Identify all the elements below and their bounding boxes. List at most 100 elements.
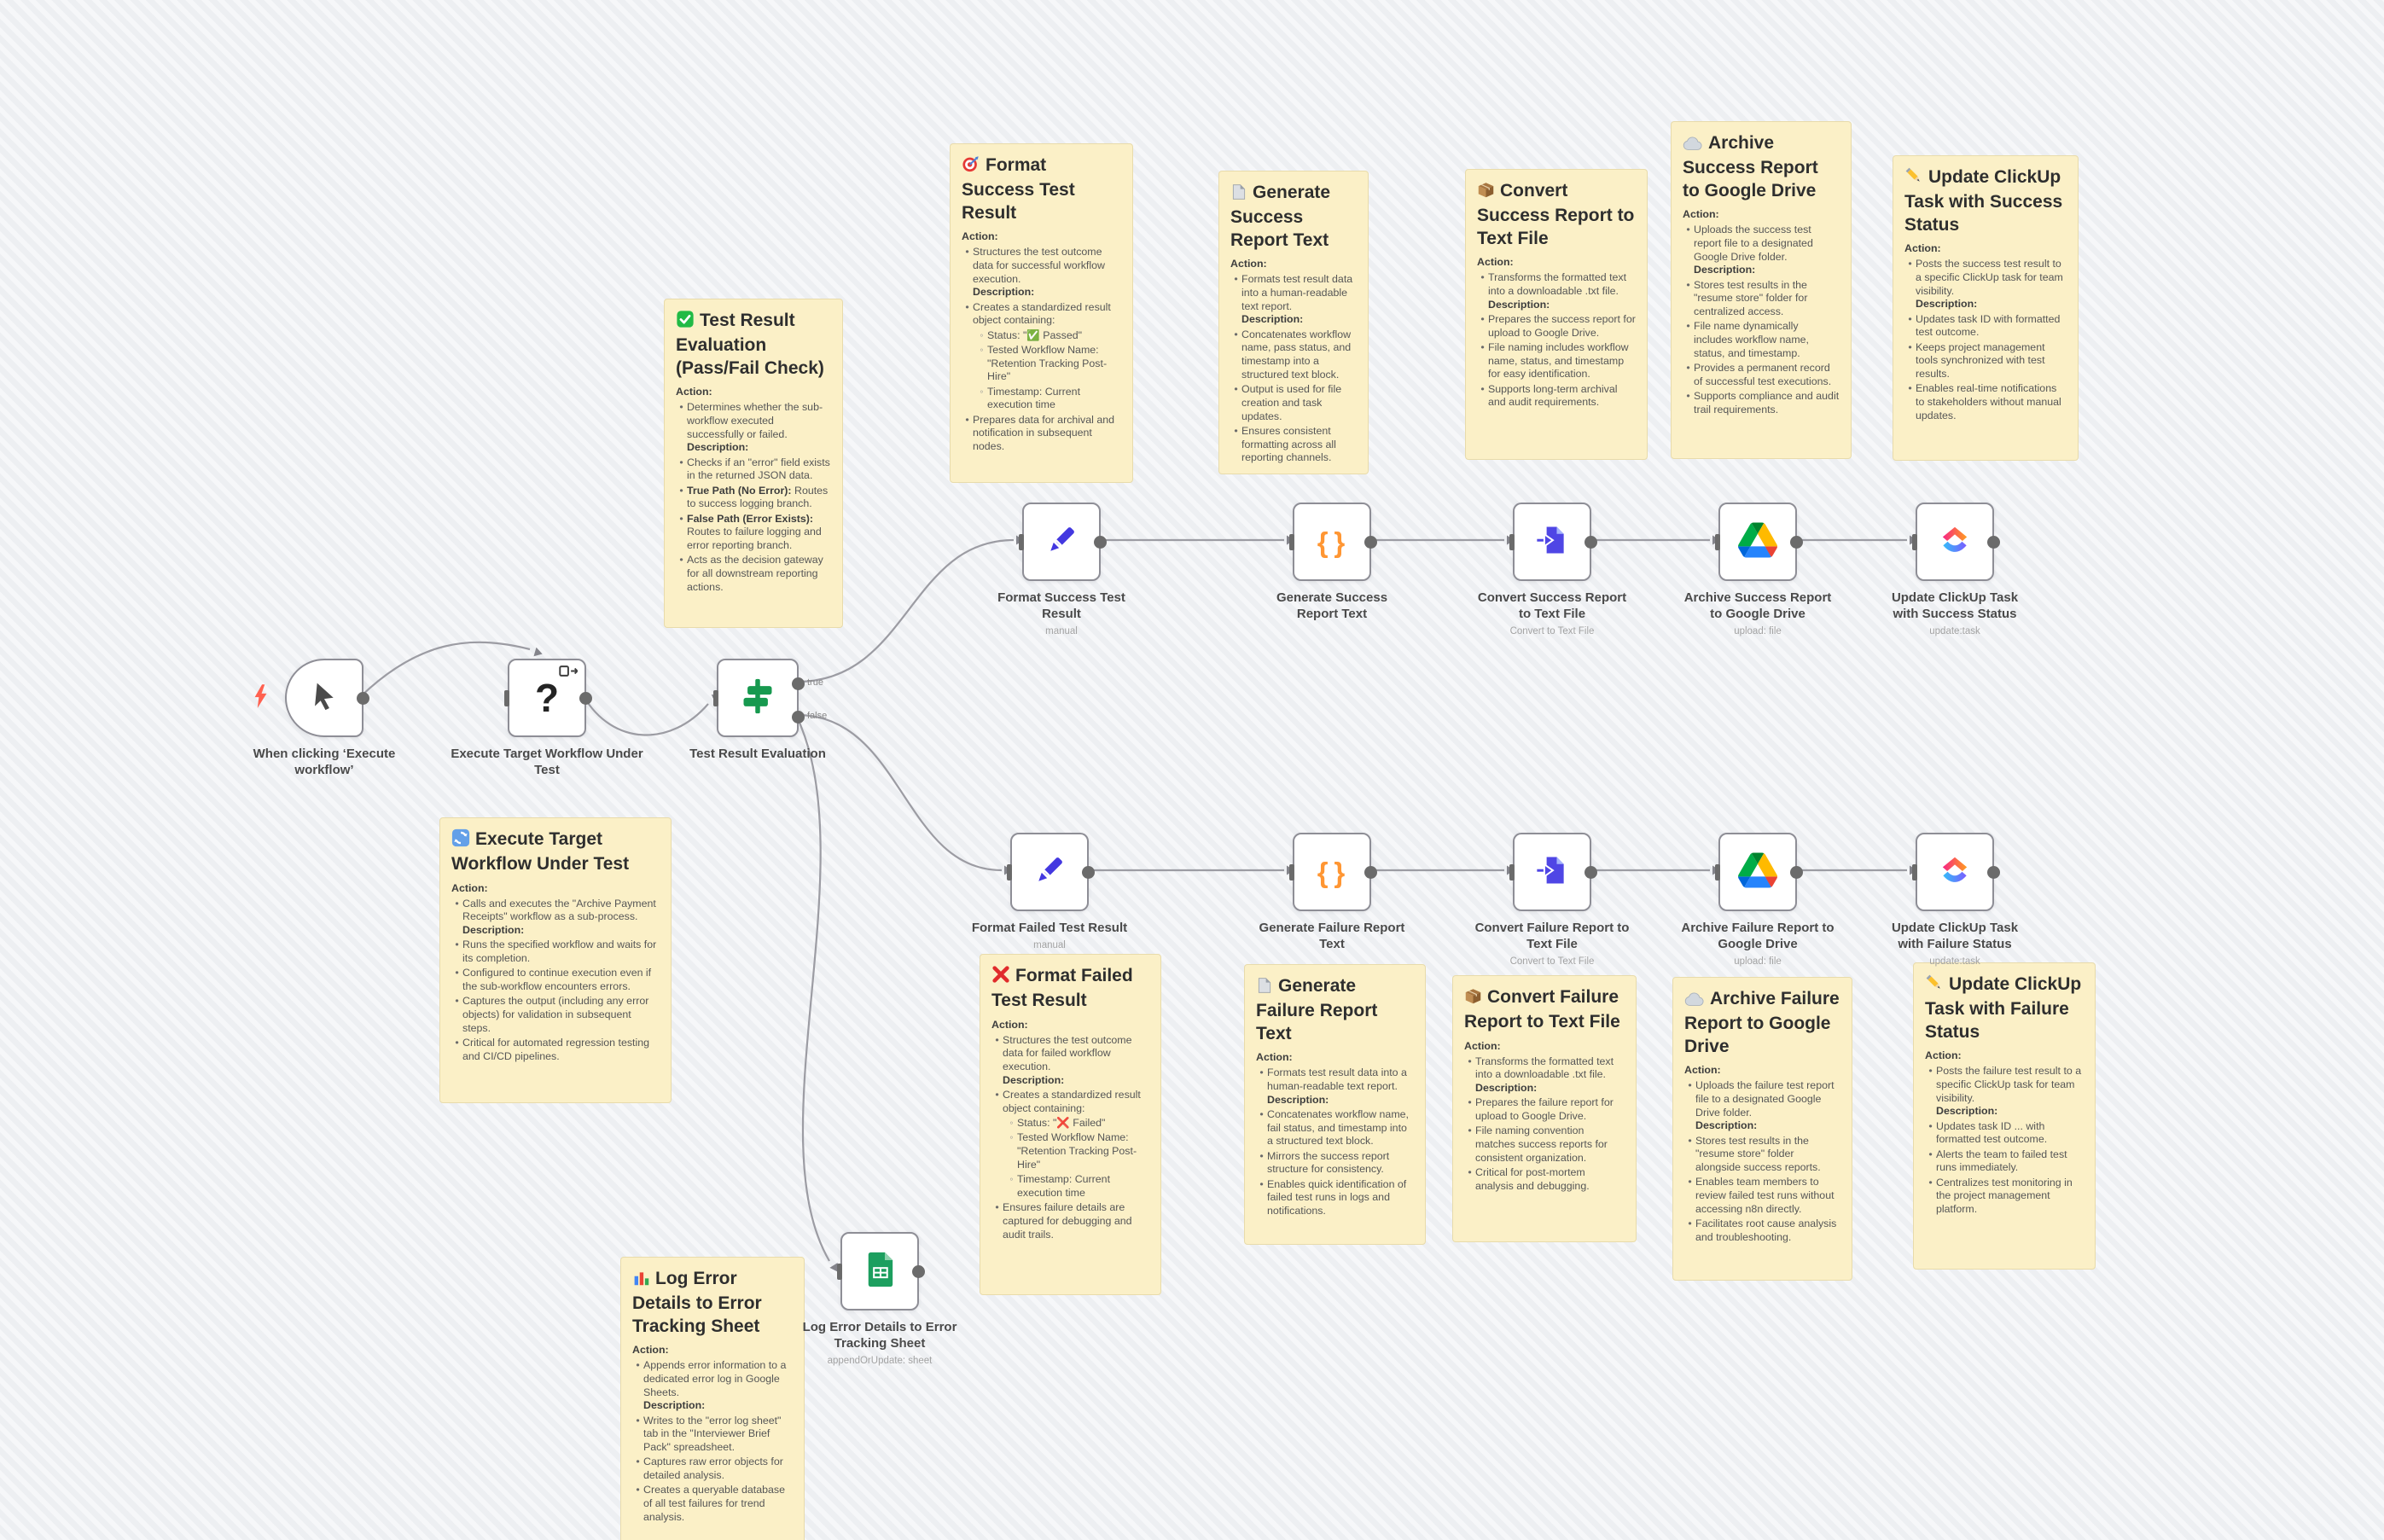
sticky-title: Test Result Evaluation (Pass/Fail Check) <box>676 311 824 378</box>
package-icon <box>1477 181 1495 205</box>
input-port[interactable] <box>713 689 718 706</box>
sticky-title: Update ClickUp Task with Success Status <box>1904 167 2063 235</box>
input-port[interactable] <box>1912 863 1917 880</box>
refresh-icon <box>451 828 470 853</box>
connection-wire-execute-workflow-to-test-result-evaluation[interactable] <box>583 691 722 736</box>
output-port[interactable] <box>1364 535 1377 549</box>
connection-wire-generate-failure-to-convert-failure[interactable] <box>1369 865 1515 875</box>
node-log-error[interactable]: Log Error Details to Error Tracking Shee… <box>803 1232 957 1366</box>
input-port[interactable] <box>1509 533 1515 550</box>
node-sublabel: appendOrUpdate: sheet <box>827 1355 933 1366</box>
sticky-section-label: Action: <box>1464 1039 1501 1052</box>
sticky-note-log-error-note[interactable]: Log Error Details to Error Tracking Shee… <box>620 1257 805 1540</box>
output-port[interactable] <box>1082 865 1095 879</box>
connection-wire-convert-failure-to-archive-failure[interactable] <box>1590 865 1720 875</box>
output-port[interactable] <box>357 691 369 705</box>
pencil-icon <box>1044 523 1079 561</box>
wire-arrowhead <box>829 1263 838 1272</box>
sticky-bullet: •Facilitates root cause analysis and tro… <box>1688 1217 1837 1243</box>
connection-wire-archive-failure-to-clickup-failure[interactable] <box>1795 865 1917 875</box>
node-sublabel: Convert to Text File <box>1509 625 1595 636</box>
execute-trigger-bolt-icon[interactable] <box>253 683 268 713</box>
input-port[interactable] <box>837 1263 842 1280</box>
connection-wire-archive-success-to-clickup-success[interactable] <box>1795 535 1917 545</box>
sticky-bullet: •Supports compliance and audit trail req… <box>1686 390 1840 416</box>
node-generate-failure[interactable]: { }Generate Failure Report Text <box>1259 833 1404 951</box>
input-port[interactable] <box>1912 533 1917 550</box>
node-manual-trigger[interactable]: When clicking ‘Execute workflow’ <box>253 659 395 777</box>
connection-wire-format-success-to-generate-success[interactable] <box>1099 535 1294 545</box>
input-port[interactable] <box>1509 863 1515 880</box>
sticky-bullet: •Appends error information to a dedicate… <box>636 1359 787 1412</box>
output-port[interactable] <box>1790 865 1803 879</box>
clickup-icon <box>1937 852 1973 892</box>
sticky-section-label: Action: <box>1904 242 1941 255</box>
connection-wire-convert-success-to-archive-success[interactable] <box>1590 535 1720 545</box>
connection-wire-test-result-evaluation-to-format-failed[interactable] <box>796 713 1012 875</box>
sticky-section-label: Action: <box>1683 208 1719 221</box>
output-port[interactable] <box>1987 535 2000 549</box>
output-port[interactable] <box>792 677 805 690</box>
node-sublabel: update:task <box>1929 625 1980 636</box>
sticky-bullet: •Acts as the decision gateway for all do… <box>679 554 823 593</box>
connection-wire-manual-trigger-to-execute-workflow[interactable] <box>360 641 544 697</box>
sticky-body: Action:•Uploads the failure test report … <box>1684 1064 1840 1244</box>
output-port[interactable] <box>1584 865 1597 879</box>
sticky-bullet: •Creates a queryable database of all tes… <box>636 1484 786 1523</box>
sticky-bullet: •True Path (No Error): Routes to success… <box>679 484 829 510</box>
output-port[interactable] <box>1584 535 1597 549</box>
output-port[interactable] <box>1364 865 1377 879</box>
input-port[interactable] <box>1715 863 1720 880</box>
clickup-icon <box>1937 522 1973 562</box>
node-sublabel: upload: file <box>1734 625 1782 636</box>
document-icon <box>1230 183 1247 206</box>
sticky-note-test-result-evaluation-note[interactable]: Test Result Evaluation (Pass/Fail Check)… <box>664 299 843 628</box>
output-port[interactable] <box>912 1264 925 1278</box>
output-port[interactable] <box>579 691 592 705</box>
node-execute-workflow[interactable]: ?Execute Target Workflow Under Test <box>451 659 643 777</box>
google-drive-icon <box>1738 851 1777 892</box>
output-port[interactable] <box>792 710 805 724</box>
node-generate-success[interactable]: { }Generate Success Report Text <box>1276 503 1387 621</box>
sticky-body: Action:•Structures the test outcome data… <box>962 230 1121 454</box>
input-port[interactable] <box>1289 863 1294 880</box>
file-import-icon <box>1535 853 1569 892</box>
sticky-section-label: Action: <box>962 230 998 243</box>
connection-wire-generate-success-to-convert-success[interactable] <box>1369 535 1515 545</box>
input-port[interactable] <box>1007 863 1012 880</box>
output-port[interactable] <box>1094 535 1107 549</box>
input-port[interactable] <box>1019 533 1024 550</box>
input-port[interactable] <box>1715 533 1720 550</box>
output-port[interactable] <box>1987 865 2000 879</box>
output-port[interactable] <box>1790 535 1803 549</box>
sticky-bullet: •Stores test results in the "resume stor… <box>1688 1134 1821 1174</box>
connection-wire-format-failed-to-generate-failure[interactable] <box>1087 865 1294 875</box>
connection-wire-test-result-evaluation-to-log-error[interactable] <box>795 714 841 1275</box>
sticky-bullet: •Critical for automated regression testi… <box>455 1037 650 1062</box>
document-icon <box>1256 977 1273 1000</box>
input-port[interactable] <box>1289 533 1294 550</box>
input-port[interactable] <box>504 689 509 706</box>
